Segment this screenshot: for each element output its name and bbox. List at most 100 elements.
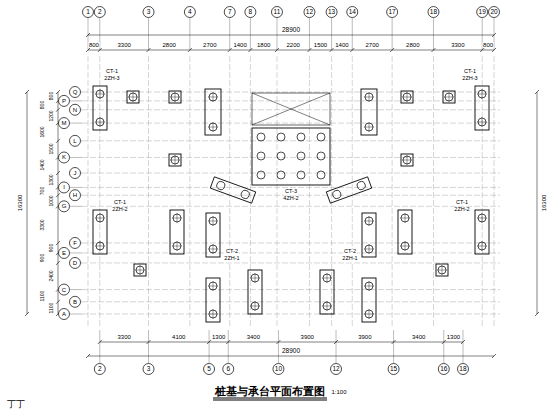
dimension-text: 2700 — [365, 42, 379, 48]
drawn-line — [207, 340, 211, 344]
drawn-line — [148, 18, 149, 50]
dimension-text: 1500 — [49, 143, 54, 155]
cap-label: 2ZH-3 — [462, 76, 478, 82]
dimension-text: 3400 — [412, 334, 426, 340]
dimension-text: 900 — [40, 253, 45, 262]
axis-number: 3 — [147, 9, 151, 16]
drawn-line — [56, 300, 60, 304]
drawn-line — [82, 252, 500, 253]
drawn-line — [392, 18, 393, 50]
dimension-text: 2800 — [162, 42, 176, 48]
pile-cap — [127, 91, 139, 103]
drawn-line — [189, 56, 190, 328]
drawn-line — [492, 354, 496, 358]
axis-bubble — [59, 284, 70, 295]
cap-label: 2ZH-1 — [224, 256, 240, 262]
dimension-text: 1400 — [335, 42, 349, 48]
dimension-text: 800 — [40, 101, 45, 110]
pile-cap — [93, 86, 107, 130]
dimension-text: 1600 — [40, 126, 45, 138]
drawn-line — [147, 340, 151, 344]
axis-number: 16 — [440, 366, 447, 373]
drawn-line — [82, 289, 500, 290]
drawn-line — [443, 330, 444, 363]
drawn-line — [431, 48, 435, 52]
axis-number: 4 — [188, 9, 192, 16]
axis-bubble — [224, 7, 235, 18]
axis-letter: I — [63, 184, 65, 190]
drawn-line — [56, 193, 60, 197]
dimension-total: 28900 — [281, 27, 300, 34]
dimension-text: 3300 — [40, 219, 45, 231]
drawn-line — [82, 262, 500, 263]
pile — [297, 152, 305, 160]
dimension-text: 700 — [40, 187, 45, 196]
pile-cap — [398, 210, 412, 254]
pile — [317, 133, 325, 141]
pile-cap — [169, 91, 181, 103]
cap-label: CT-2 — [344, 249, 357, 255]
axis-bubble — [70, 87, 81, 98]
axis-bubble — [70, 257, 81, 268]
axis-number: 14 — [349, 9, 356, 16]
pile — [277, 133, 285, 141]
drawn-line — [82, 187, 500, 188]
drawn-line — [433, 18, 434, 50]
axis-number: 5 — [207, 366, 211, 373]
axis-letter: J — [74, 170, 77, 176]
drawn-line — [229, 18, 230, 50]
pile-cap — [362, 213, 376, 257]
drawn-line — [492, 48, 496, 52]
cap-label: CT-1 — [114, 200, 127, 206]
drawn-line — [148, 330, 149, 363]
drawn-line — [252, 93, 330, 125]
axis-letter: A — [62, 311, 66, 317]
drawn-line — [392, 340, 396, 344]
axis-number: 20 — [490, 9, 497, 16]
drawn-line — [82, 301, 500, 302]
cap-label: 2ZH-2 — [112, 207, 128, 213]
drawn-line — [188, 48, 192, 52]
axis-letter: D — [73, 260, 77, 266]
axis-bubble — [59, 118, 70, 129]
plan-lines — [25, 7, 539, 375]
pile — [277, 152, 285, 160]
dimension-text: 2700 — [203, 42, 217, 48]
pile-cap — [443, 91, 455, 103]
axis-bubble — [457, 364, 468, 375]
axis-bubble — [59, 247, 70, 258]
dimension-text: 2400 — [49, 270, 54, 282]
axis-bubble — [489, 7, 500, 18]
dimension-text: 1400 — [40, 159, 45, 171]
axis-bubble — [326, 7, 337, 18]
pile-cap — [401, 91, 413, 103]
drawn-line — [393, 330, 394, 363]
pile — [277, 171, 285, 179]
drawn-line — [331, 18, 332, 50]
drawn-line — [352, 18, 353, 50]
axis-letter: N — [73, 107, 77, 113]
axis-number: 19 — [479, 9, 486, 16]
axis-letter: H — [73, 192, 77, 198]
axis-bubble — [70, 296, 81, 307]
drawn-line — [88, 35, 494, 36]
dimension-text: 2200 — [286, 42, 300, 48]
drawn-line — [99, 330, 100, 363]
dimension-text: 3900 — [300, 334, 314, 340]
cap-label: 2ZH-2 — [454, 207, 470, 213]
axis-bubble — [204, 364, 215, 375]
drawn-line — [252, 93, 330, 125]
drawn-line — [25, 312, 29, 316]
drawn-line — [309, 18, 310, 50]
drawn-line — [392, 56, 393, 328]
dimension-text: 1100 — [49, 302, 54, 314]
drawn-line — [148, 56, 149, 328]
drawn-line — [86, 354, 90, 358]
drawn-line — [350, 48, 354, 52]
pile-cap — [248, 270, 262, 314]
dimension-text: 4100 — [172, 334, 186, 340]
drawn-line — [336, 330, 337, 363]
axis-letter: M — [62, 120, 67, 126]
axis-bubble — [387, 7, 398, 18]
